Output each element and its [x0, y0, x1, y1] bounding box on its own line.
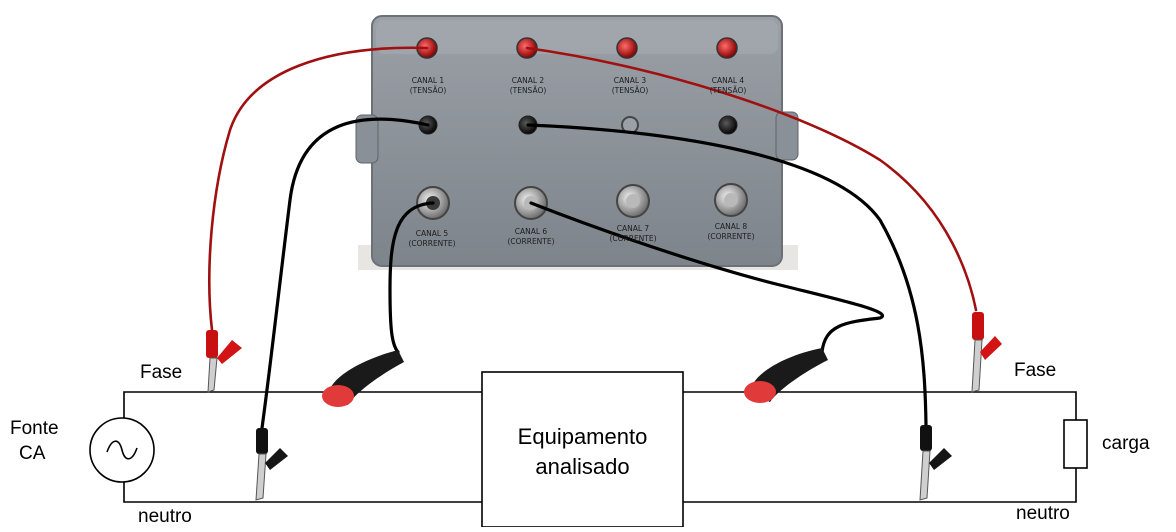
- load-resistor: [1064, 420, 1087, 468]
- channel-8-name: CANAL 8: [696, 222, 766, 232]
- channel-5-label: CANAL 5 (CORRENTE): [397, 229, 467, 249]
- channel-8-type: (CORRENTE): [696, 232, 766, 242]
- phase-right-label: Fase: [1014, 360, 1056, 382]
- current-clamp-right: [744, 348, 828, 403]
- clip-phase-right: [972, 312, 1002, 392]
- equipment-label-line1: Equipamento: [482, 422, 683, 452]
- channel-4-label: CANAL 4 (TENSÃO): [693, 76, 763, 96]
- channel-3-name: CANAL 3: [595, 76, 665, 86]
- channel-3-type: (TENSÃO): [595, 86, 665, 96]
- channel-1-label: CANAL 1 (TENSÃO): [393, 76, 463, 96]
- channel-2-type: (TENSÃO): [493, 86, 563, 96]
- channel-1-name: CANAL 1: [393, 76, 463, 86]
- common-jack-4: [719, 116, 737, 134]
- current-clamp-left: [322, 350, 404, 407]
- channel-6-type: (CORRENTE): [496, 237, 566, 247]
- neutral-left-label: neutro: [138, 506, 192, 528]
- clip-phase-left: [206, 330, 242, 392]
- channel-7-name: CANAL 7: [598, 224, 668, 234]
- clip-neutral-right: [920, 425, 952, 500]
- channel-1-type: (TENSÃO): [393, 86, 463, 96]
- channel-2-name: CANAL 2: [493, 76, 563, 86]
- neutral-right-label: neutro: [1016, 503, 1070, 525]
- equipment-label-line2: analisado: [482, 452, 683, 482]
- channel-5-type: (CORRENTE): [397, 239, 467, 249]
- channel-4-name: CANAL 4: [693, 76, 763, 86]
- channel-7-label: CANAL 7 (CORRENTE): [598, 224, 668, 244]
- channel-8-label: CANAL 8 (CORRENTE): [696, 222, 766, 242]
- channel-2-label: CANAL 2 (TENSÃO): [493, 76, 563, 96]
- channel-3-label: CANAL 3 (TENSÃO): [595, 76, 665, 96]
- source-label-line1: Fonte: [10, 418, 59, 440]
- phase-left-label: Fase: [140, 362, 182, 384]
- jack-channel-4: [717, 38, 737, 58]
- source-label-line2: CA: [19, 443, 45, 465]
- channel-6-name: CANAL 6: [496, 227, 566, 237]
- channel-5-name: CANAL 5: [397, 229, 467, 239]
- channel-6-label: CANAL 6 (CORRENTE): [496, 227, 566, 247]
- load-label: carga: [1102, 433, 1150, 455]
- channel-4-type: (TENSÃO): [693, 86, 763, 96]
- ac-source: [90, 418, 154, 482]
- jack-channel-3: [617, 38, 637, 58]
- channel-7-type: (CORRENTE): [598, 234, 668, 244]
- clip-neutral-left: [256, 428, 288, 500]
